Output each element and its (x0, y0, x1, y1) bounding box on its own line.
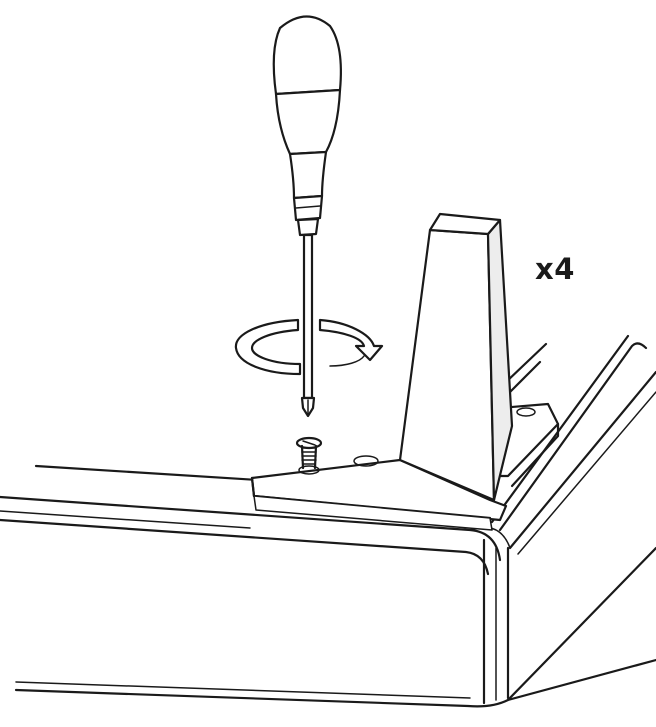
leg-bracket (250, 212, 560, 531)
screw-icon (295, 436, 323, 475)
table-top-corner (0, 334, 656, 708)
screwdriver-icon (272, 15, 342, 418)
rotate-clockwise-arrow-icon (234, 318, 384, 376)
quantity-label: x4 (535, 252, 575, 286)
